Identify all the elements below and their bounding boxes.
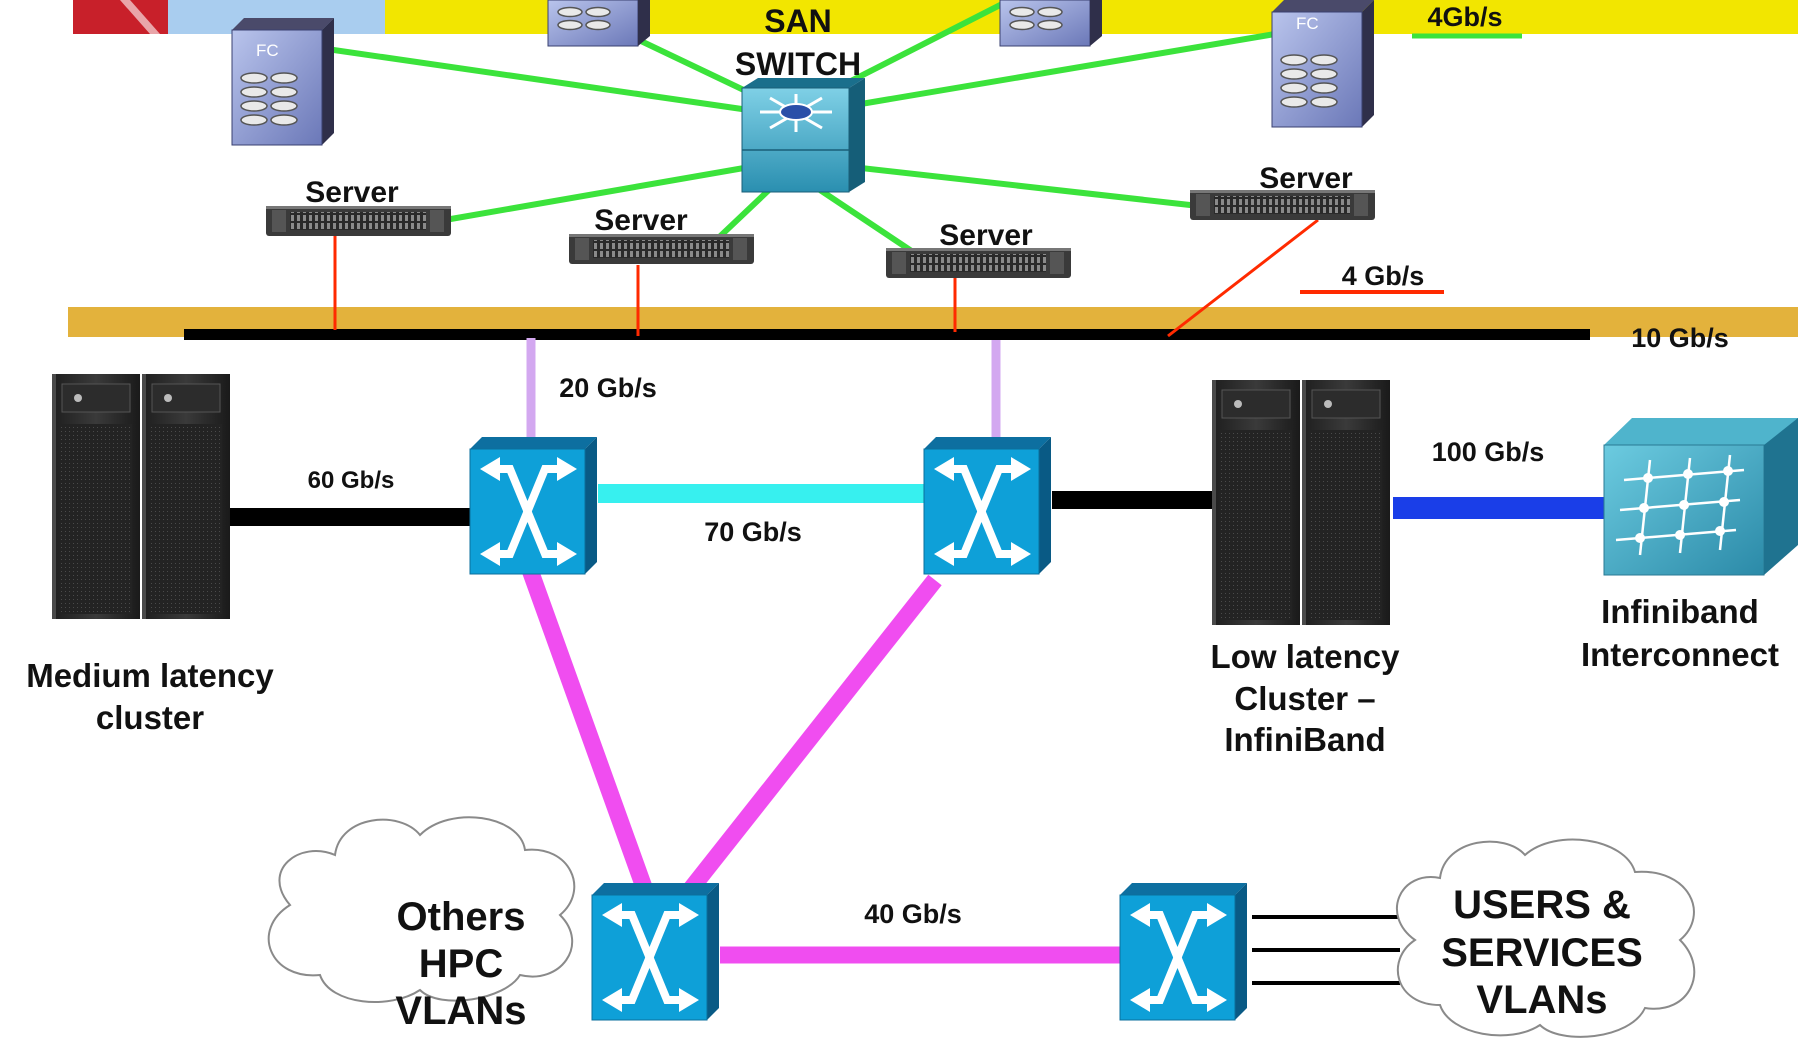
right-cloud-line3: VLANs bbox=[1476, 978, 1607, 1022]
rack-server-icon bbox=[886, 248, 1071, 278]
infiniband-label-line2: Interconnect bbox=[1581, 636, 1779, 673]
right-cloud-line1: USERS & bbox=[1453, 883, 1631, 927]
lan-switch-icon bbox=[924, 437, 1051, 574]
fc-storage-icon bbox=[231, 17, 335, 146]
server-label: Server bbox=[305, 176, 399, 209]
fc-tag: FC bbox=[256, 41, 279, 60]
fc-tag: FC bbox=[1296, 14, 1319, 33]
user-links bbox=[1252, 915, 1400, 985]
fc-storage-icon bbox=[547, 0, 650, 47]
cluster-cabinet-icon bbox=[51, 373, 231, 620]
fc-storage-icon bbox=[999, 0, 1102, 47]
switch-link-speed-label: 70 Gb/s bbox=[704, 517, 802, 547]
left-cloud-line1: Others bbox=[397, 895, 526, 939]
infiniband-link bbox=[1393, 497, 1615, 519]
san-switch-title-line1: SAN bbox=[764, 3, 832, 39]
infiniband-link-speed-label: 100 Gb/s bbox=[1432, 437, 1545, 467]
lan-switch-icon bbox=[470, 437, 597, 574]
lan-switch-icon bbox=[592, 883, 719, 1020]
switch-interconnect bbox=[598, 484, 925, 503]
low-cluster-label-line2: Cluster – bbox=[1234, 680, 1375, 717]
left-cloud-line3: VLANs bbox=[395, 989, 526, 1033]
san-speed-label: 4Gb/s bbox=[1427, 2, 1502, 32]
right-cloud-line2: SERVICES bbox=[1441, 931, 1643, 975]
medium-cluster-link bbox=[228, 508, 473, 526]
low-cluster-label-line3: InfiniBand bbox=[1224, 721, 1385, 758]
rack-server-icon bbox=[569, 234, 754, 264]
medium-cluster-label-line2: cluster bbox=[96, 699, 204, 736]
san-switch-title-line2: SWITCH bbox=[735, 46, 861, 82]
fc-storage-icon bbox=[1271, 0, 1375, 128]
uplink-speed-label: 20 Gb/s bbox=[559, 373, 657, 403]
infiniband-label-line1: Infiniband bbox=[1601, 593, 1759, 630]
san-switch-icon bbox=[741, 78, 865, 193]
server-label: Server bbox=[1259, 162, 1353, 195]
lan-bus bbox=[184, 329, 1590, 340]
medium-link-speed-label: 60 Gb/s bbox=[308, 467, 395, 494]
medium-cluster-label-line1: Medium latency bbox=[26, 657, 274, 694]
low-cluster-label-line1: Low latency bbox=[1211, 638, 1401, 675]
cloud-icon bbox=[1396, 838, 1696, 1038]
bottom-link-speed-label: 40 Gb/s bbox=[864, 899, 962, 929]
low-cluster-link bbox=[1052, 491, 1212, 509]
corner-image bbox=[73, 0, 385, 34]
lan-switch-icon bbox=[1120, 883, 1247, 1020]
rack-server-icon bbox=[266, 206, 451, 236]
left-cloud-line2: HPC bbox=[419, 942, 503, 986]
server-link-speed-label: 4 Gb/s bbox=[1342, 261, 1425, 291]
mesh-links bbox=[522, 567, 1125, 964]
bus-speed-label: 10 Gb/s bbox=[1631, 323, 1729, 353]
server-label: Server bbox=[939, 219, 1033, 252]
server-label: Server bbox=[594, 204, 688, 237]
infiniband-switch-icon bbox=[1603, 418, 1798, 576]
uplinks bbox=[526, 338, 1001, 440]
cloud-icon bbox=[267, 816, 576, 1003]
cluster-cabinet-icon bbox=[1211, 379, 1391, 626]
server-links bbox=[333, 218, 1319, 338]
